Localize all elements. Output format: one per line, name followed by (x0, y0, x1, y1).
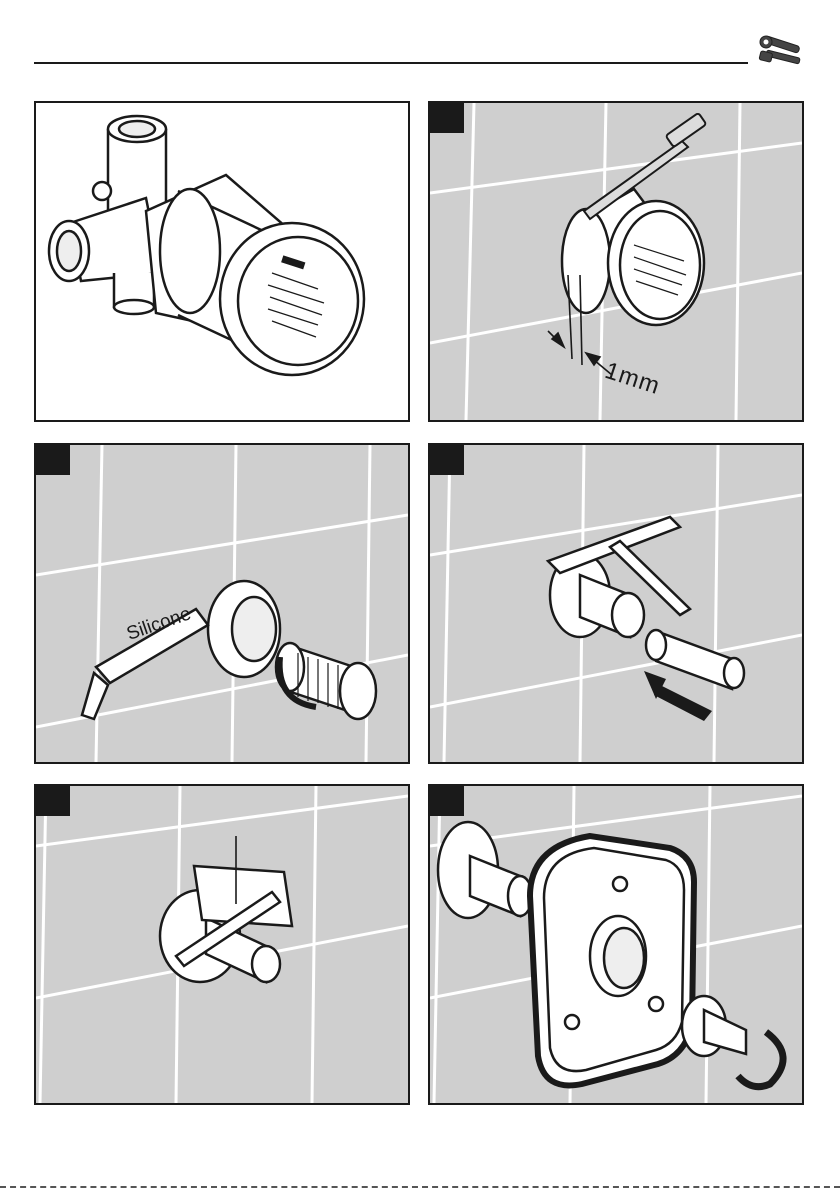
tile-wall-background (430, 786, 802, 1103)
step-badge (36, 786, 70, 816)
tile-wall-background (430, 445, 802, 762)
step-2-panel: Silicone (34, 443, 410, 764)
tile-wall-background (36, 445, 408, 762)
step-1-panel: 1mm (428, 101, 804, 422)
step-badge (36, 445, 70, 475)
header-rule (34, 62, 748, 64)
tile-wall-background (36, 786, 408, 1103)
wrench-screwdriver-icon (758, 32, 806, 72)
step-5-panel (428, 784, 804, 1105)
step-4-panel (34, 784, 410, 1105)
step-badge (430, 445, 464, 475)
overview-panel (34, 101, 410, 422)
step-badge (430, 103, 464, 133)
page-edge-dashes (0, 1186, 840, 1188)
step-badge (430, 786, 464, 816)
step-3-panel (428, 443, 804, 764)
valve-body-icon (36, 103, 408, 420)
